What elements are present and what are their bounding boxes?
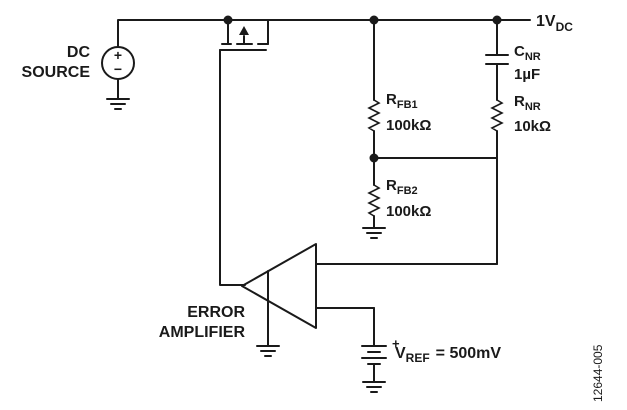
junction-dots [223,15,502,163]
source-ground-icon [106,98,130,110]
error-amplifier-label-line2: AMPLIFIER [159,324,246,341]
error-amplifier-label-line1: ERROR [187,304,245,321]
vref-ground-icon [362,381,386,393]
vref-label: VREF= 500mV [395,345,501,365]
vref-battery-icon [361,345,387,383]
cnr-capacitor-icon [485,19,509,101]
source-plus-sign: + [114,47,122,63]
rnr-label: RNR [514,93,541,113]
rfb2-ground-icon [362,227,386,239]
rnr-resistor-icon [315,99,504,265]
cnr-value: 1µF [514,66,540,83]
rfb2-label: RFB2 [386,177,418,197]
rfb1-value: 100kΩ [386,117,431,134]
vref-plus-sign: + [392,336,400,351]
gate-wire [219,55,246,286]
dc-source-label-line2: SOURCE [22,64,91,81]
top-rail [117,19,531,48]
figure-number: 12644-005 [591,344,605,402]
amplifier-ground-icon [256,345,280,357]
rfb1-resistor-icon [367,19,381,159]
cnr-label: CNR [514,43,541,63]
error-amplifier-icon [241,243,375,347]
dc-source-label-line1: DC [67,44,91,61]
rfb1-label: RFB1 [386,91,418,111]
output-voltage-label: 1VDC [536,13,573,34]
source-minus-sign: − [114,61,122,77]
rfb2-value: 100kΩ [386,203,431,220]
pass-transistor-icon [219,26,269,57]
rfb2-resistor-icon [367,157,381,229]
dc-source: + − [101,46,135,100]
rnr-value: 10kΩ [514,118,551,135]
